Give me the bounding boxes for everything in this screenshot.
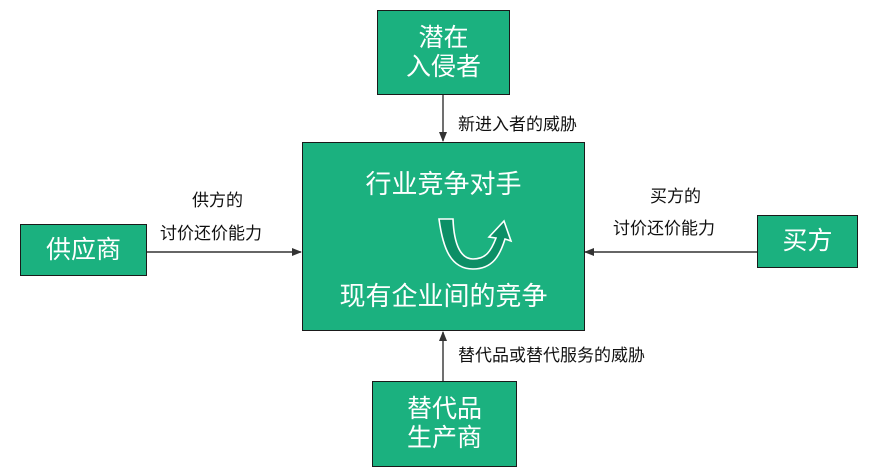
buyers-label: 买方 <box>782 226 833 256</box>
supplier-power-line2: 讨价还价能力 <box>160 224 262 244</box>
buyers-box: 买方 <box>757 215 858 268</box>
suppliers-label: 供应商 <box>45 234 121 264</box>
new-entrants-line2: 入侵者 <box>405 51 481 81</box>
substitutes-threat-label: 替代品或替代服务的威胁 <box>458 346 645 366</box>
supplier-power-line1: 供方的 <box>192 191 243 211</box>
new-entrants-box: 潜在 入侵者 <box>377 10 510 95</box>
new-entrants-line1: 潜在 <box>418 22 469 52</box>
buyer-power-line1: 买方的 <box>650 187 701 207</box>
industry-competitors-box: 行业竞争对手 现有企业间的竞争 <box>302 142 585 331</box>
new-entrants-threat-label: 新进入者的威胁 <box>458 115 577 135</box>
rivalry-curve-arrow-icon <box>437 218 512 270</box>
substitutes-line2: 生产商 <box>406 423 482 452</box>
industry-competitors-title: 行业竞争对手 <box>365 170 522 200</box>
suppliers-box: 供应商 <box>20 224 147 276</box>
substitutes-box: 替代品 生产商 <box>372 381 517 467</box>
substitutes-line1: 替代品 <box>406 394 482 424</box>
industry-competitors-subtitle: 现有企业间的竞争 <box>339 281 548 312</box>
buyer-power-line2: 讨价还价能力 <box>613 219 715 239</box>
